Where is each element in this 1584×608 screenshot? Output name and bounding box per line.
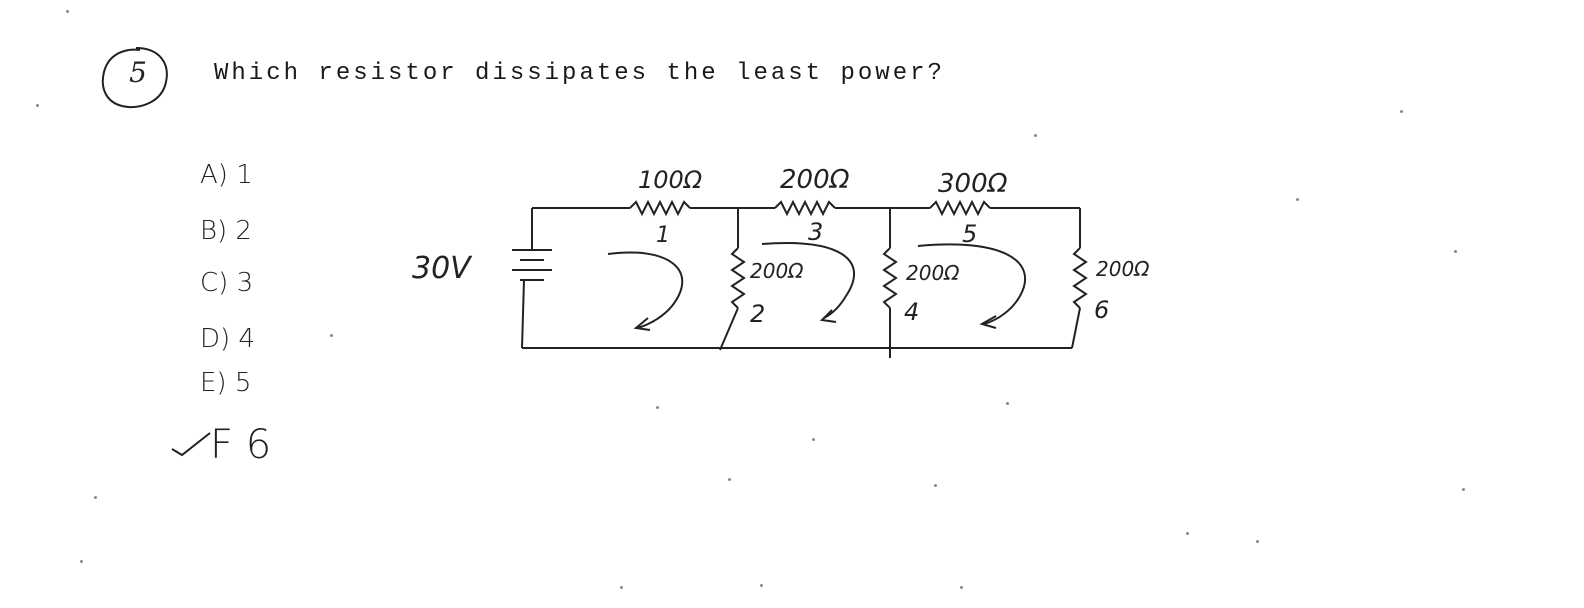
wire-branch-6-bottom (1071, 307, 1081, 349)
resistor-5-id: 5 (962, 220, 977, 248)
scan-dot (934, 484, 937, 487)
circuit-diagram: 30V 100Ω 1 200Ω 3 300Ω 5 200Ω 2 200Ω 4 2… (412, 165, 1150, 358)
wire-branch-2-bottom (719, 307, 739, 351)
resistor-5-value: 300Ω (938, 169, 1008, 199)
question-number-badge: 5 (96, 44, 176, 114)
mesh-arrow-2-head (819, 309, 837, 323)
scan-dot (760, 584, 763, 587)
scan-dot (1462, 488, 1465, 491)
scan-dot (1296, 198, 1299, 201)
choice-f[interactable]: F 6 (210, 422, 272, 468)
scan-dot (1400, 110, 1403, 113)
mesh-arrow-2 (761, 242, 856, 319)
choice-e[interactable]: E) 5 (200, 368, 252, 398)
scan-dot (812, 438, 815, 441)
resistor-1-value: 100Ω (638, 166, 703, 194)
mesh-arrow-1-head (633, 317, 651, 331)
scan-dot (1006, 402, 1009, 405)
resistor-6-symbol (1072, 247, 1088, 309)
choice-b[interactable]: B) 2 (200, 216, 252, 246)
resistor-2-value: 200Ω (750, 259, 804, 283)
resistor-5-symbol (929, 199, 991, 217)
resistor-3-id: 3 (808, 218, 823, 246)
resistor-1-id: 1 (656, 223, 670, 248)
scan-dot (1034, 134, 1037, 137)
resistor-3-symbol (774, 199, 836, 217)
choice-d[interactable]: D) 4 (200, 324, 255, 354)
scan-dot (80, 560, 83, 563)
question-number: 5 (129, 56, 147, 89)
mesh-arrow-3-head (979, 315, 997, 329)
scan-dot (66, 10, 69, 13)
resistor-2-id: 2 (750, 300, 765, 328)
checkmark-icon (171, 432, 211, 457)
scan-dot (94, 496, 97, 499)
scan-dot (36, 104, 39, 107)
scan-dot (620, 586, 623, 589)
resistor-4-id: 4 (904, 298, 919, 326)
resistor-6-value: 200Ω (1096, 257, 1150, 281)
mesh-arrow-3 (917, 243, 1026, 325)
question-number-circle (101, 47, 168, 108)
scan-dot (1256, 540, 1259, 543)
resistor-4-value: 200Ω (906, 261, 960, 285)
resistor-2-symbol (730, 247, 746, 309)
scan-dot (330, 334, 333, 337)
source-voltage-label: 30V (412, 251, 473, 286)
resistor-1-symbol (629, 199, 691, 217)
wire-left-lower (521, 279, 525, 349)
question-text: Which resistor dissipates the least powe… (214, 60, 945, 87)
scan-dot (1454, 250, 1457, 253)
scan-dot (960, 586, 963, 589)
choice-a[interactable]: A) 1 (200, 160, 253, 190)
mesh-arrow-1 (607, 251, 684, 329)
scan-dot (656, 406, 659, 409)
resistor-6-id: 6 (1094, 296, 1109, 324)
scan-dot (728, 478, 731, 481)
choice-c[interactable]: C) 3 (200, 268, 254, 298)
resistor-3-value: 200Ω (780, 165, 850, 195)
resistor-4-symbol (882, 247, 898, 309)
scan-dot (1186, 532, 1189, 535)
